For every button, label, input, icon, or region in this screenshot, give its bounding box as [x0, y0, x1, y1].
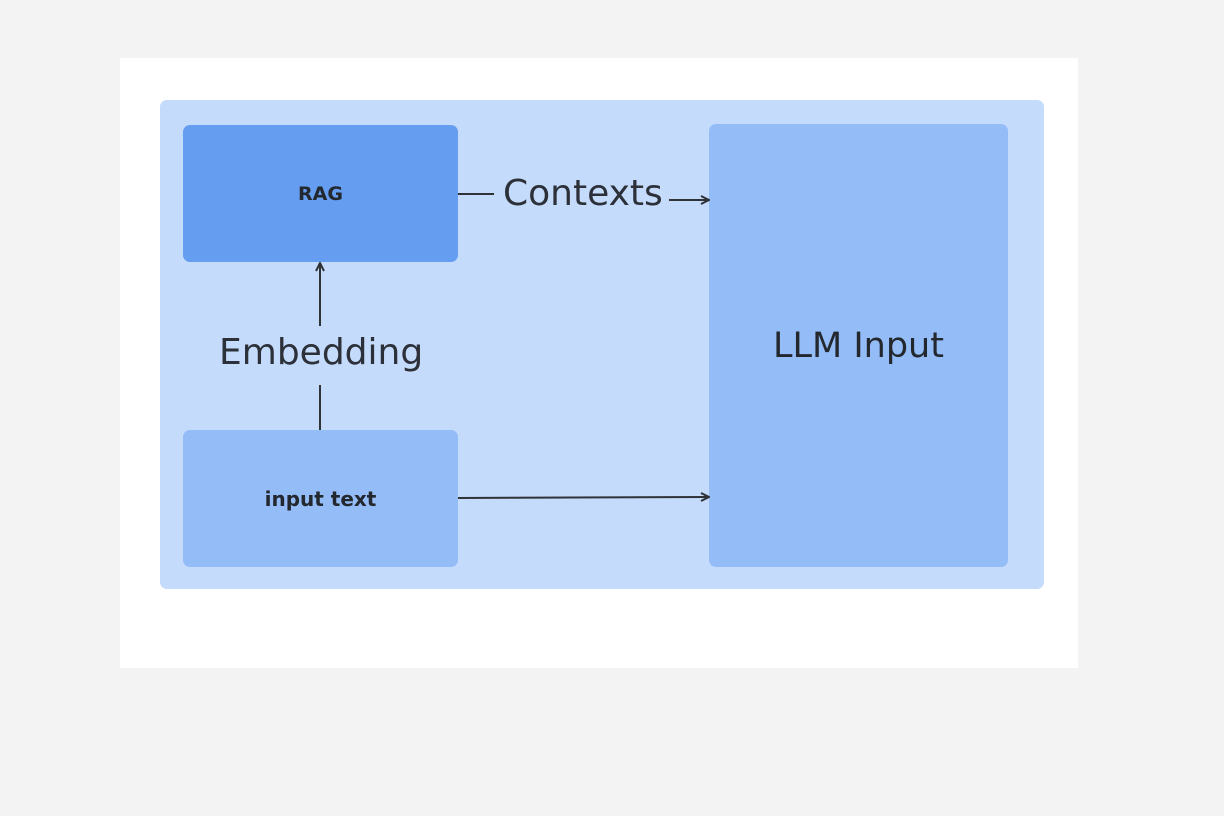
llm-input-node: LLM Input — [709, 124, 1008, 567]
llm-input-node-label: LLM Input — [773, 326, 944, 366]
input-text-node-label: input text — [264, 486, 377, 511]
rag-node: RAG — [183, 125, 458, 262]
embedding-edge-label: Embedding — [219, 332, 424, 373]
input-text-node: input text — [183, 430, 458, 567]
rag-node-label: RAG — [298, 182, 343, 205]
contexts-edge-label: Contexts — [503, 173, 663, 214]
